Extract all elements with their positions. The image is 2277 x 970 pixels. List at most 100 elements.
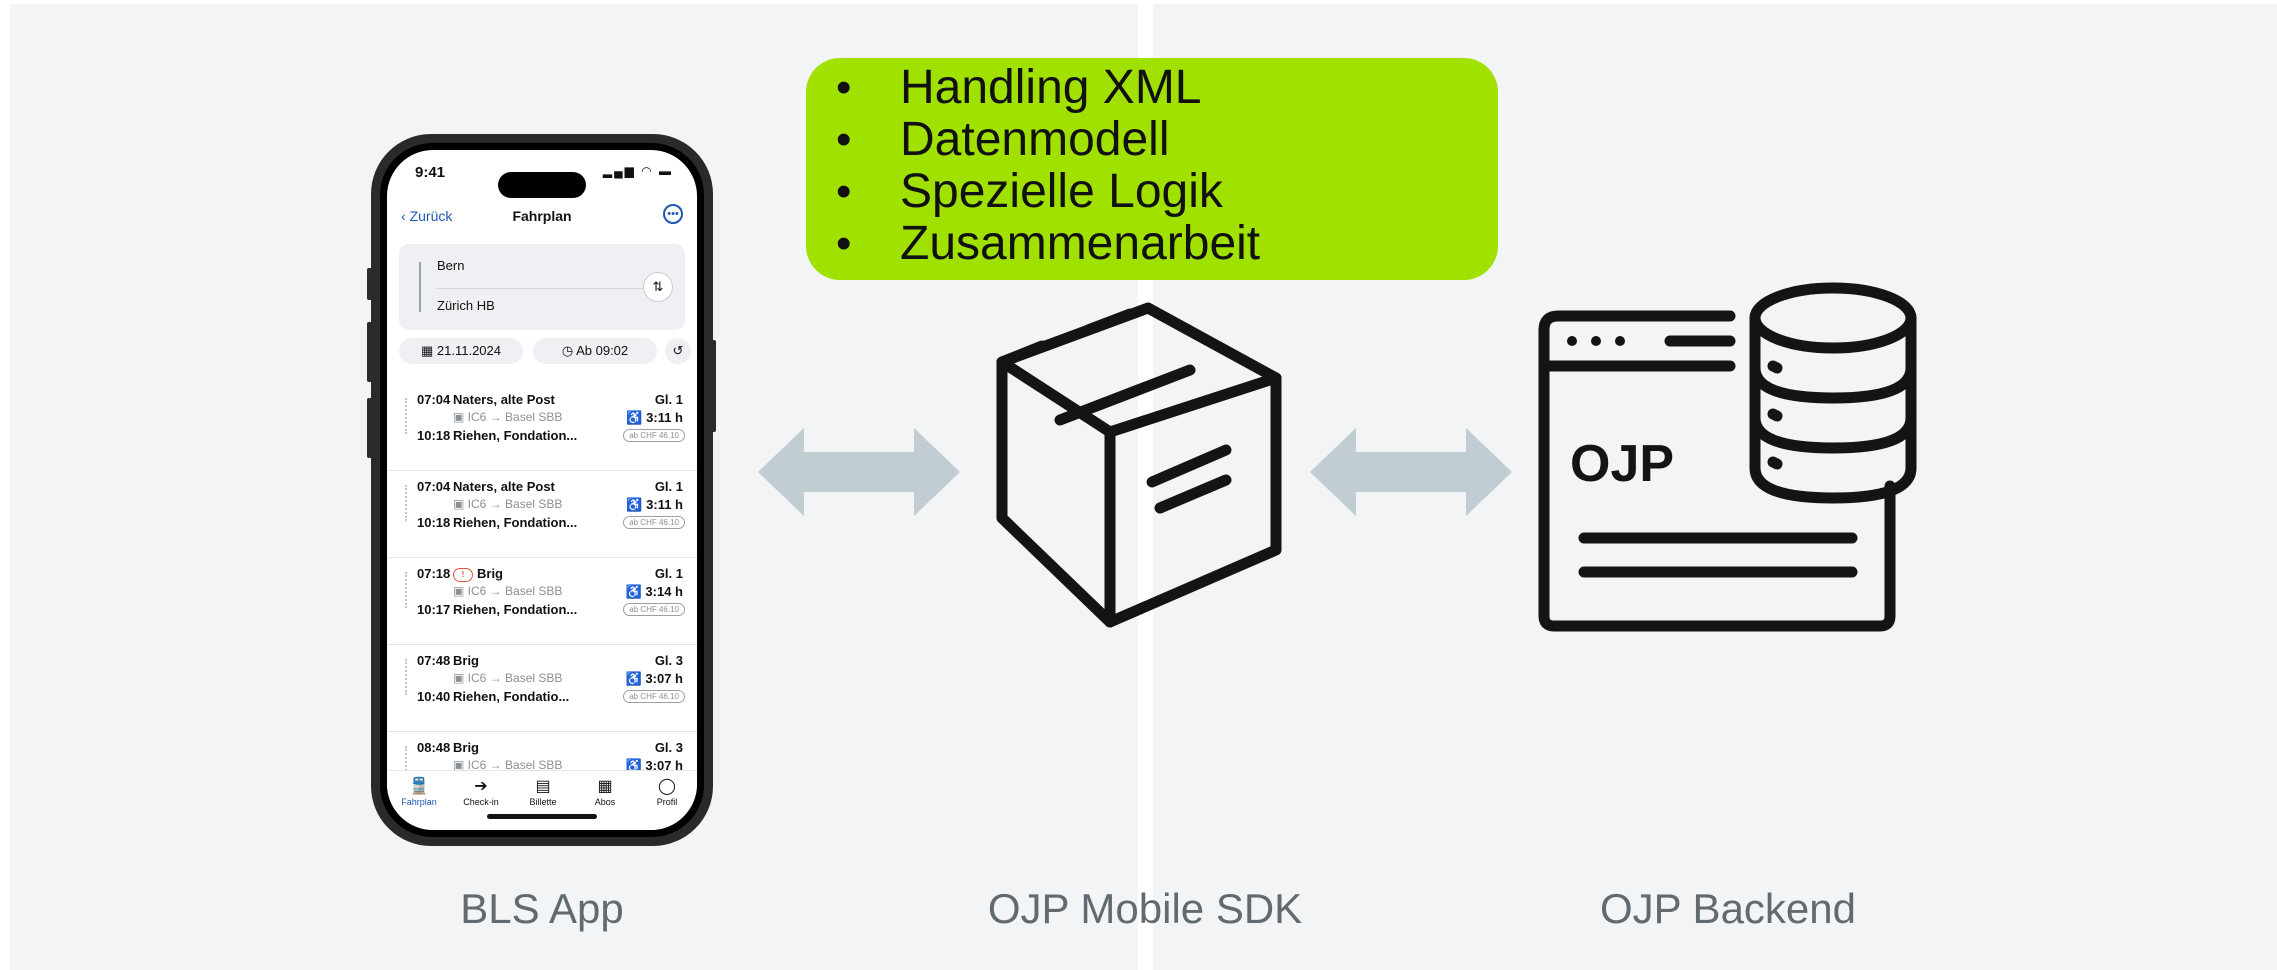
route-to-field[interactable]: Zürich HB: [437, 298, 495, 313]
route-from-field[interactable]: Bern: [437, 258, 465, 273]
departure-stop: Naters, alte Post: [453, 479, 555, 494]
profile-icon: ◯: [658, 778, 676, 795]
arrival-time: 10:40: [417, 689, 451, 704]
duration-label: ♿ 3:11 h: [626, 497, 683, 512]
feature-item: Handling XML: [836, 62, 1498, 115]
departure-stop: !Brig: [453, 566, 503, 582]
arrival-stop: Riehen, Fondation...: [453, 602, 578, 617]
tab-fahrplan[interactable]: 🚆 Fahrplan: [389, 777, 449, 807]
arrival-stop: Riehen, Fondation...: [453, 515, 578, 530]
tab-label: Profil: [656, 797, 678, 807]
tab-billette[interactable]: ▤Billette: [513, 777, 573, 807]
departure-time: 07:04: [417, 479, 451, 494]
track-label: Gl. 1: [654, 392, 683, 407]
tab-check-in[interactable]: ➔ Check-in: [451, 777, 511, 807]
phone-side-button: [367, 398, 372, 458]
tab-label: Billette: [529, 797, 557, 807]
track-label: Gl. 1: [654, 566, 683, 581]
feature-item: Spezielle Logik: [836, 166, 1498, 219]
departure-stop: Brig: [453, 653, 479, 668]
phone-mockup: 9:41 ▂▄▆ ◠ ▬ ‹ Zurück Fahrplan ••• Bern …: [371, 134, 713, 846]
departure-time: 08:48: [417, 740, 451, 755]
route-dots: [405, 398, 409, 434]
connection-row[interactable]: 07:18!Brig Gl. 1 ▣ IC6 → Basel SBB ♿ 3:14 h…: [387, 558, 697, 645]
phone-side-button: [367, 322, 372, 382]
train-label: ▣ IC6 → Basel SBB: [453, 497, 563, 511]
train-icon: 🚆: [409, 778, 429, 795]
caption-ojp-backend: OJP Backend: [1599, 885, 1857, 932]
backend-label: OJP: [1570, 435, 1675, 493]
price-badge: ab CHF 46.10: [623, 690, 685, 703]
status-bar: 9:41 ▂▄▆ ◠ ▬: [387, 150, 697, 198]
back-label: Zurück: [409, 208, 453, 224]
status-time: 9:41: [415, 164, 446, 181]
phone-side-button: [711, 340, 716, 432]
arrival-stop: Riehen, Fondation...: [453, 428, 578, 443]
departure-stop: Brig: [453, 740, 479, 755]
track-label: Gl. 1: [654, 479, 683, 494]
departure-stop: Naters, alte Post: [453, 392, 555, 407]
caption-bls-app: BLS App: [460, 885, 624, 932]
phone-side-button: [367, 268, 372, 300]
tab-bar: 🚆 Fahrplan ➔ Check-in ▤Billette ▦ Abos ◯ Profil: [387, 770, 697, 830]
route-dots: [405, 572, 409, 608]
duration-label: ♿ 3:14 h: [625, 584, 683, 599]
package-box-icon: [996, 302, 1282, 628]
duration-label: ♿ 3:07 h: [625, 671, 683, 686]
more-icon[interactable]: •••: [663, 204, 683, 224]
route-dots: [405, 746, 409, 782]
departure-time: 07:18: [417, 566, 451, 581]
price-badge: ab CHF 46.10: [623, 516, 685, 529]
warning-icon: !: [453, 567, 473, 582]
route-dots: [405, 485, 409, 521]
back-button[interactable]: ‹ Zurück: [401, 208, 453, 224]
arrival-time: 10:18: [417, 428, 451, 443]
train-label: ▣ IC6 → Basel SBB: [453, 410, 563, 424]
train-label: ▣ IC6 → Basel SBB: [453, 758, 563, 772]
double-arrow-icon: [1310, 428, 1512, 516]
route-dots: [405, 659, 409, 695]
tab-label: Abos: [594, 797, 616, 807]
nav-title: Fahrplan: [512, 208, 572, 224]
feature-list-box: Handling XML Datenmodell Spezielle Logik…: [806, 58, 1498, 280]
price-badge: ab CHF 46.10: [623, 603, 685, 616]
route-line: [419, 262, 421, 312]
nav-bar: ‹ Zurück Fahrplan •••: [387, 202, 697, 232]
arrival-stop: Riehen, Fondatio...: [453, 689, 570, 704]
history-icon[interactable]: ↺: [665, 338, 691, 364]
route-card: Bern Zürich HB ⇅: [399, 244, 685, 330]
arrival-time: 10:17: [417, 602, 451, 617]
duration-label: ♿ 3:07 h: [625, 758, 683, 773]
feature-list: Handling XML Datenmodell Spezielle Logik…: [836, 62, 1498, 271]
swap-icon[interactable]: ⇅: [643, 272, 673, 302]
tab-profil[interactable]: ◯ Profil: [637, 777, 697, 807]
date-label: 21.11.2024: [436, 343, 501, 358]
tab-abos[interactable]: ▦ Abos: [575, 777, 635, 807]
home-indicator: [487, 814, 597, 819]
dynamic-island: [498, 172, 586, 198]
train-label: ▣ IC6 → Basel SBB: [453, 671, 563, 685]
arrival-time: 10:18: [417, 515, 451, 530]
tab-label: Fahrplan: [401, 797, 437, 807]
time-label: Ab 09:02: [576, 343, 629, 358]
card-icon: ▦: [597, 778, 613, 795]
track-label: Gl. 3: [654, 740, 683, 755]
time-chip[interactable]: ◷ Ab 09:02: [533, 338, 657, 364]
train-label: ▣ IC6 → Basel SBB: [453, 584, 563, 598]
feature-item: Zusammenarbeit: [836, 218, 1498, 271]
signal-wifi-battery-icon: ▂▄▆ ◠ ▬: [602, 164, 673, 178]
tab-label: Check-in: [463, 797, 499, 807]
check-in-icon: ➔: [474, 778, 488, 795]
track-label: Gl. 3: [654, 653, 683, 668]
phone-screen: 9:41 ▂▄▆ ◠ ▬ ‹ Zurück Fahrplan ••• Bern …: [387, 150, 697, 830]
backend-server-icon: OJP: [1530, 266, 1920, 641]
date-chip[interactable]: ▦ 21.11.2024: [399, 338, 523, 364]
duration-label: ♿ 3:11 h: [626, 410, 683, 425]
price-badge: ab CHF 46.10: [623, 429, 685, 442]
departure-time: 07:48: [417, 653, 451, 668]
double-arrow-icon: [758, 428, 960, 516]
